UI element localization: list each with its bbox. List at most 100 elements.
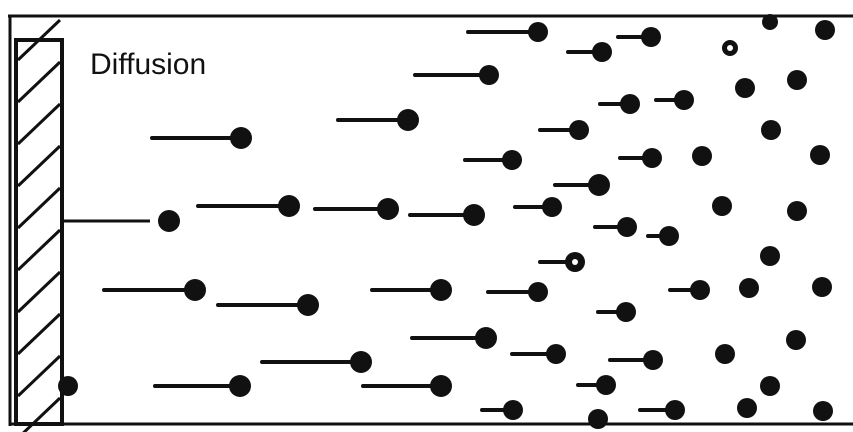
moving-particle bbox=[313, 198, 399, 220]
moving-particle bbox=[150, 127, 252, 149]
moving-particle bbox=[408, 204, 485, 226]
particle-dot bbox=[430, 375, 452, 397]
moving-particle bbox=[576, 375, 616, 395]
particle-dot bbox=[377, 198, 399, 220]
particle-dot bbox=[641, 27, 661, 47]
particle-dot bbox=[430, 279, 452, 301]
particle-dot bbox=[786, 330, 806, 350]
moving-particle bbox=[638, 400, 685, 420]
hatched-wall bbox=[14, 18, 64, 432]
stationary-particle bbox=[762, 14, 778, 30]
moving-particle bbox=[566, 42, 612, 62]
hatch-line bbox=[16, 18, 62, 62]
particle-dot bbox=[588, 409, 608, 429]
stationary-particle bbox=[815, 20, 835, 40]
moving-particle bbox=[196, 195, 300, 217]
moving-particle bbox=[593, 217, 637, 237]
hatch-lines bbox=[16, 18, 62, 432]
moving-particle bbox=[463, 150, 522, 170]
particles bbox=[58, 14, 835, 429]
diagram-title: Diffusion bbox=[90, 48, 206, 81]
stationary-particle bbox=[812, 277, 832, 297]
moving-particle bbox=[480, 400, 523, 420]
particle-dot bbox=[588, 174, 610, 196]
moving-particle bbox=[260, 351, 372, 373]
particle-dot bbox=[475, 327, 497, 349]
particle-dot bbox=[546, 344, 566, 364]
particle-dot bbox=[674, 90, 694, 110]
particle-dot bbox=[596, 375, 616, 395]
particle-highlight bbox=[727, 45, 733, 51]
moving-particle bbox=[466, 22, 548, 42]
particle-dot bbox=[810, 145, 830, 165]
moving-particle bbox=[598, 94, 640, 114]
particle-dot bbox=[592, 42, 612, 62]
particle-dot bbox=[230, 127, 252, 149]
particle-dot bbox=[812, 277, 832, 297]
particle-dot bbox=[712, 196, 732, 216]
stationary-particle bbox=[739, 278, 759, 298]
moving-particle bbox=[608, 350, 663, 370]
moving-particle bbox=[596, 302, 636, 322]
moving-particle bbox=[513, 197, 562, 217]
hatch-line bbox=[16, 102, 62, 146]
moving-particle bbox=[336, 109, 419, 131]
particle-dot bbox=[278, 195, 300, 217]
stationary-particle bbox=[810, 145, 830, 165]
stationary-particle bbox=[588, 409, 608, 429]
particle-dot bbox=[350, 351, 372, 373]
stationary-particle bbox=[760, 376, 780, 396]
container-frame bbox=[8, 14, 853, 426]
hatch-line bbox=[16, 354, 62, 398]
moving-particle bbox=[553, 174, 610, 196]
particle-dot bbox=[643, 350, 663, 370]
moving-particle bbox=[413, 65, 499, 85]
particle-dot bbox=[620, 94, 640, 114]
particle-dot bbox=[815, 20, 835, 40]
stationary-particle bbox=[760, 246, 780, 266]
hatch-line bbox=[16, 228, 62, 272]
particle-dot bbox=[739, 278, 759, 298]
stationary-particle bbox=[761, 120, 781, 140]
particle-dot bbox=[761, 120, 781, 140]
moving-particle bbox=[370, 279, 452, 301]
particle-dot bbox=[479, 65, 499, 85]
stationary-particle bbox=[715, 344, 735, 364]
particle-dot bbox=[158, 210, 180, 232]
stationary-particle bbox=[813, 401, 833, 421]
stationary-particle bbox=[786, 330, 806, 350]
hatch-line bbox=[16, 144, 62, 188]
stationary-particle bbox=[735, 78, 755, 98]
particle-dot bbox=[229, 375, 251, 397]
particle-dot bbox=[542, 197, 562, 217]
stationary-particle bbox=[712, 196, 732, 216]
particle-dot bbox=[787, 201, 807, 221]
hatch-line bbox=[22, 396, 62, 432]
stationary-particle bbox=[692, 146, 712, 166]
hatch-line bbox=[16, 186, 62, 230]
stationary-particle bbox=[158, 210, 180, 232]
hatch-line bbox=[16, 60, 62, 104]
moving-particle bbox=[616, 27, 661, 47]
particle-dot bbox=[659, 226, 679, 246]
particle-dot bbox=[735, 78, 755, 98]
particle-dot bbox=[715, 344, 735, 364]
particle-dot bbox=[297, 294, 319, 316]
particle-dot bbox=[737, 398, 757, 418]
particle-dot bbox=[665, 400, 685, 420]
particle-dot bbox=[642, 148, 662, 168]
moving-particle bbox=[486, 282, 548, 302]
particle-dot bbox=[397, 109, 419, 131]
hatch-line bbox=[16, 270, 62, 314]
moving-particle bbox=[153, 375, 251, 397]
moving-particle bbox=[538, 252, 585, 272]
moving-particle bbox=[668, 280, 710, 300]
moving-particle bbox=[102, 279, 206, 301]
stationary-particle bbox=[787, 201, 807, 221]
particle-dot bbox=[58, 376, 78, 396]
hatch-line bbox=[16, 312, 62, 356]
particle-dot bbox=[760, 376, 780, 396]
moving-particle bbox=[410, 327, 497, 349]
particle-dot bbox=[787, 70, 807, 90]
